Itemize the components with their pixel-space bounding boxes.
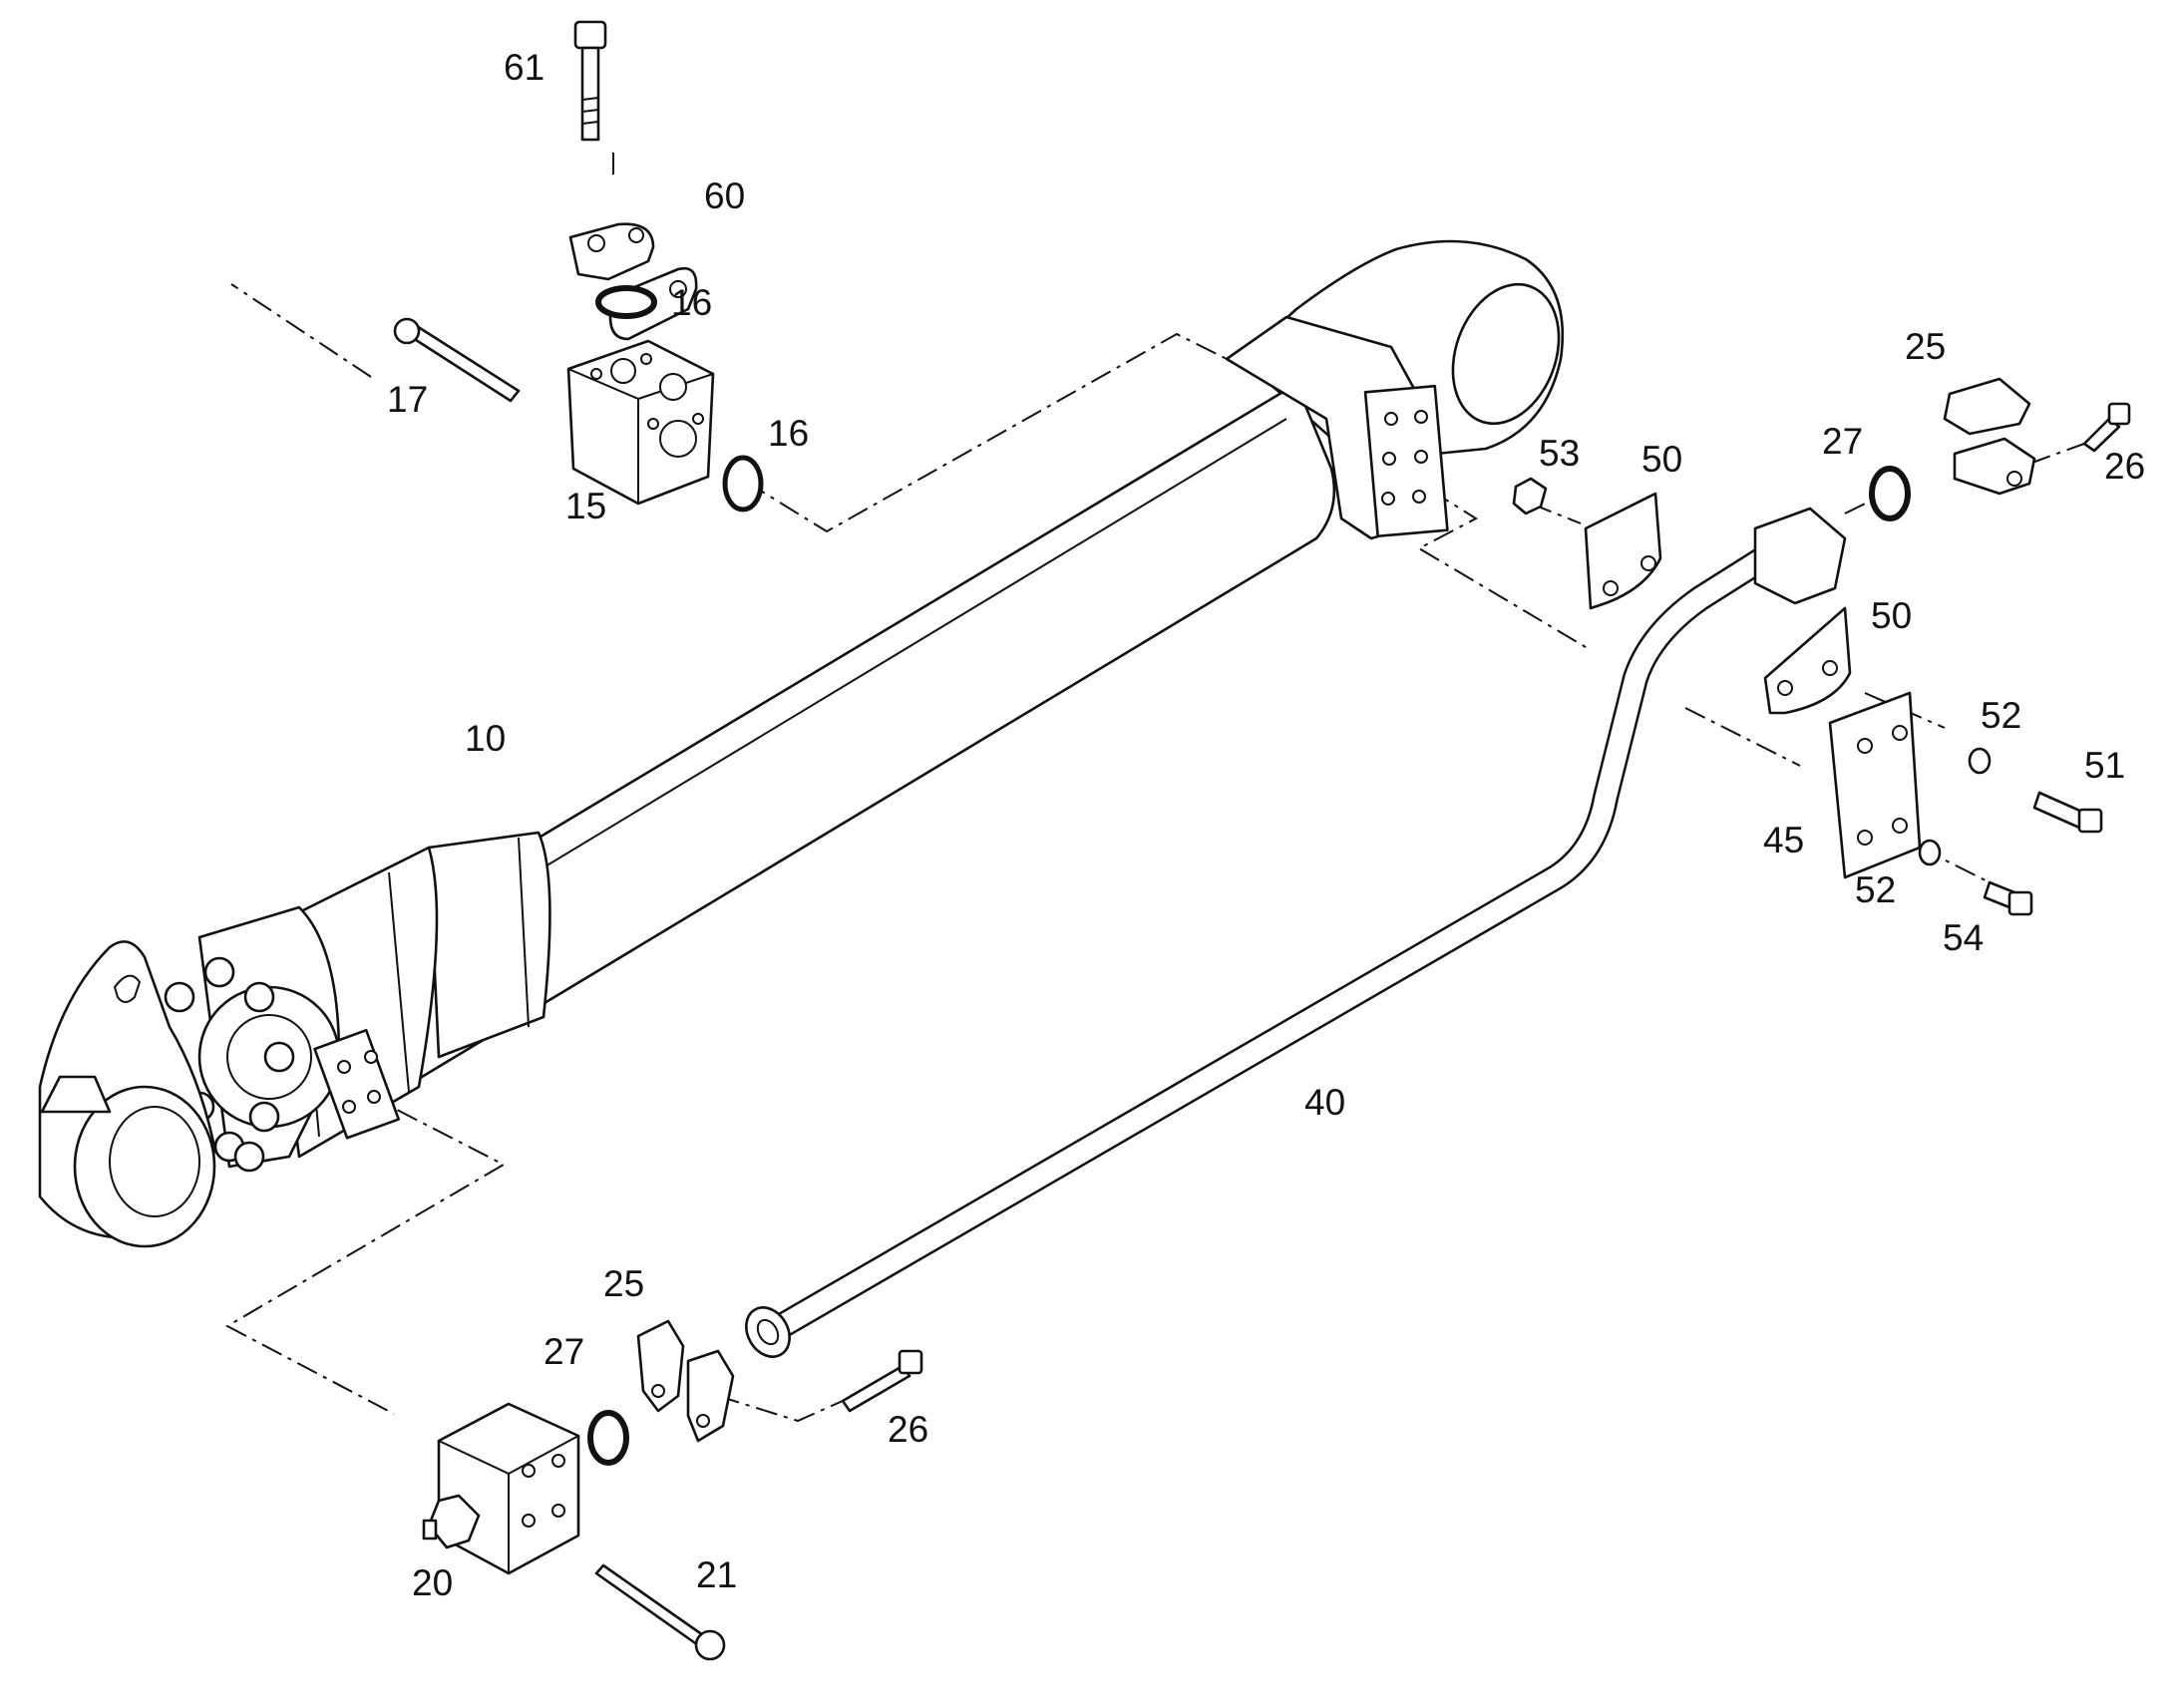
callout-labels: 61 60 16 17 16 15 10 53 50 27 25 26 50 5… bbox=[387, 47, 2145, 1603]
callout-50-lower: 50 bbox=[1871, 595, 1912, 636]
right-clamp-assembly bbox=[1512, 377, 2131, 916]
callout-15: 15 bbox=[565, 486, 606, 526]
callout-60: 60 bbox=[704, 175, 745, 216]
top-valve-assembly bbox=[393, 20, 764, 512]
callout-16-upper: 16 bbox=[671, 282, 712, 323]
callout-20: 20 bbox=[412, 1562, 453, 1603]
callout-53: 53 bbox=[1539, 433, 1580, 474]
hydraulic-cylinder bbox=[38, 239, 1565, 1248]
callout-45: 45 bbox=[1763, 820, 1804, 860]
callout-54: 54 bbox=[1943, 917, 1984, 958]
hydraulic-pipe bbox=[745, 507, 1847, 1358]
callout-10: 10 bbox=[465, 718, 506, 759]
callout-26-left: 26 bbox=[888, 1409, 928, 1450]
callout-16-lower: 16 bbox=[768, 413, 809, 454]
callout-27-left: 27 bbox=[544, 1331, 584, 1372]
callout-40: 40 bbox=[1304, 1082, 1345, 1123]
lower-valve-assembly bbox=[422, 1319, 923, 1661]
callout-26-right: 26 bbox=[2104, 446, 2145, 487]
callout-52-lower: 52 bbox=[1855, 869, 1896, 910]
callout-52-upper: 52 bbox=[1981, 695, 2021, 736]
callout-61: 61 bbox=[504, 47, 545, 88]
callout-21: 21 bbox=[696, 1554, 737, 1595]
callout-25-left: 25 bbox=[603, 1263, 644, 1304]
callout-51: 51 bbox=[2084, 745, 2125, 786]
callout-25-right: 25 bbox=[1905, 326, 1946, 367]
callout-27-right: 27 bbox=[1822, 421, 1863, 462]
callout-50-upper: 50 bbox=[1641, 439, 1682, 480]
callout-17: 17 bbox=[387, 379, 428, 420]
